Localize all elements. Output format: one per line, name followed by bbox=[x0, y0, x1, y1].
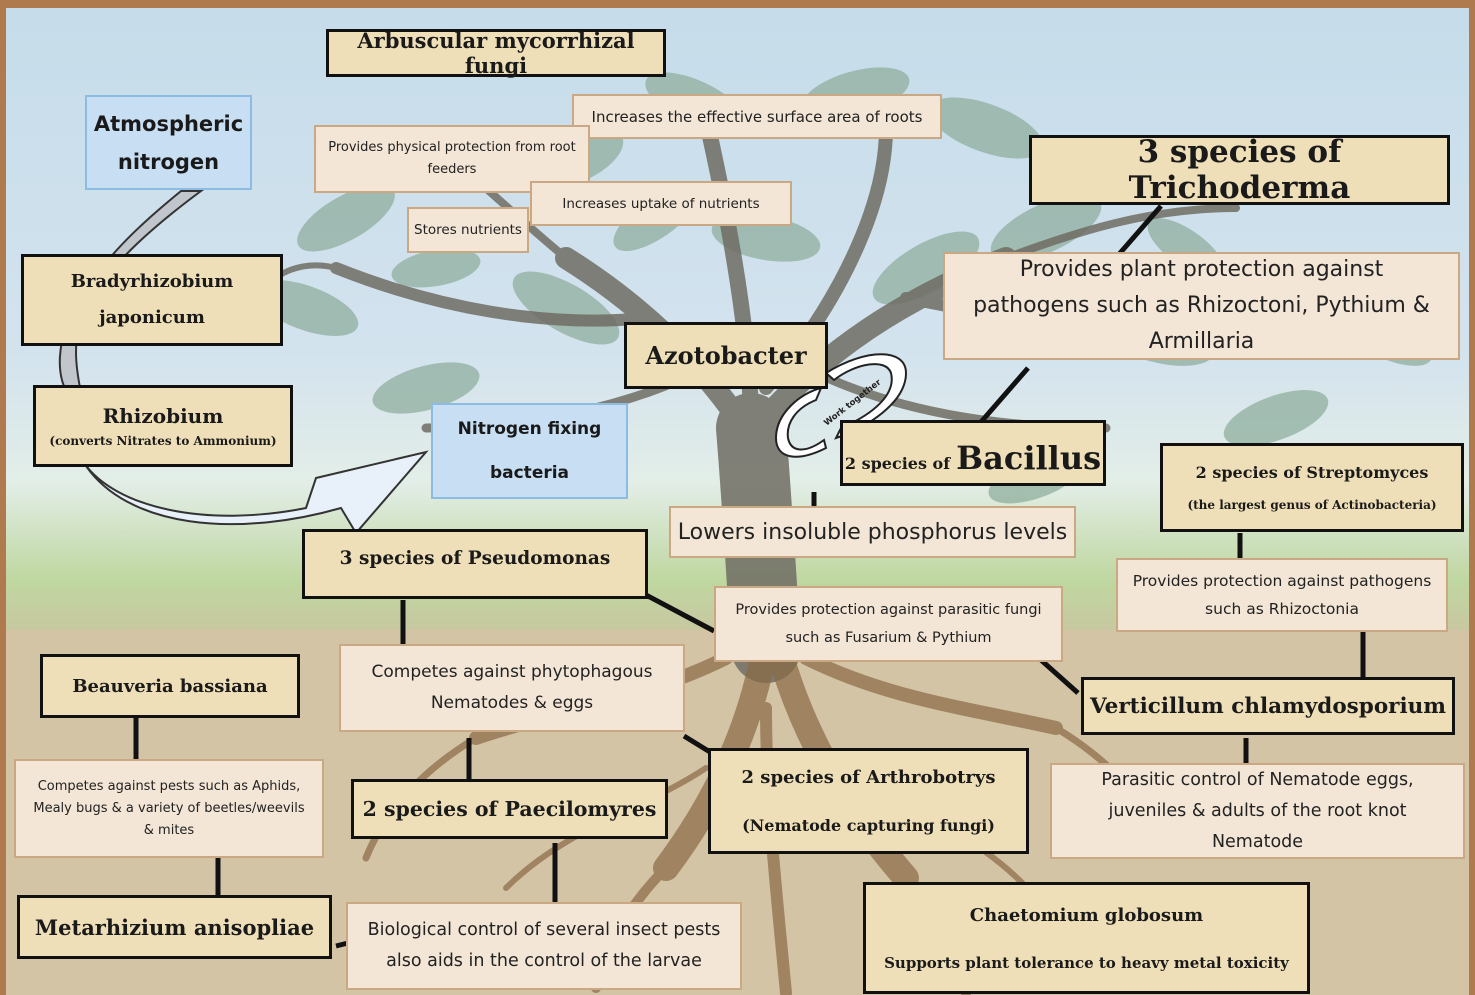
bradyrhizobium-title: Bradyrhizobium japonicum bbox=[21, 254, 283, 346]
nitrogen-fixing-bacteria-box: Nitrogen fixing bacteria bbox=[431, 403, 628, 499]
pseudomonas-nematodes-description: Competes against phytophagous Nematodes … bbox=[339, 644, 685, 732]
rhizobium-title: Rhizobium bbox=[102, 404, 224, 428]
metarhizium-title: Metarhizium anisopliae bbox=[17, 895, 332, 959]
atmospheric-nitrogen-box: Atmospheric nitrogen bbox=[85, 95, 252, 190]
arthrobotrys-title: 2 species of Arthrobotrys bbox=[741, 767, 996, 788]
streptomyces-title: 2 species of Streptomyces bbox=[1195, 463, 1429, 482]
streptomyces-description: Provides protection against pathogens su… bbox=[1116, 558, 1448, 632]
verticillum-title: Verticillum chlamydosporium bbox=[1081, 677, 1455, 735]
bacillus-description: Lowers insoluble phosphorus levels bbox=[669, 506, 1076, 558]
beauveria-description: Competes against pests such as Aphids, M… bbox=[14, 759, 324, 858]
amf-root-surface-note: Increases the effective surface area of … bbox=[572, 94, 942, 139]
amf-nutrient-uptake-note: Increases uptake of nutrients bbox=[530, 181, 792, 226]
bacteria-label: bacteria bbox=[489, 463, 570, 483]
beauveria-title: Beauveria bassiana bbox=[40, 654, 300, 718]
connector-lines bbox=[133, 204, 1366, 949]
trichoderma-description: Provides plant protection against pathog… bbox=[943, 252, 1460, 360]
paecilomyres-title: 2 species of Paecilomyres bbox=[351, 779, 668, 839]
nitrogen-fixing-label: Nitrogen fixing bbox=[457, 419, 602, 439]
amf-stores-nutrients-note: Stores nutrients bbox=[407, 207, 529, 253]
chaetomium-box: Chaetomium globosum Supports plant toler… bbox=[863, 882, 1310, 994]
rhizobium-note: (converts Nitrates to Ammonium) bbox=[49, 434, 277, 448]
streptomyces-note: (the largest genus of Actinobacteria) bbox=[1187, 498, 1437, 512]
pseudomonas-title: 3 species of Pseudomonas bbox=[302, 529, 648, 599]
rhizobium-box: Rhizobium (converts Nitrates to Ammonium… bbox=[33, 385, 293, 467]
pseudomonas-fungi-description: Provides protection against parasitic fu… bbox=[714, 586, 1063, 662]
amf-protection-note: Provides physical protection from root f… bbox=[314, 125, 590, 193]
bacillus-box: 2 species of Bacillus bbox=[840, 420, 1106, 486]
amf-title: Arbuscular mycorrhizal fungi bbox=[326, 28, 666, 78]
paecilomyres-description: Biological control of several insect pes… bbox=[346, 902, 742, 990]
bacillus-prefix: 2 species of bbox=[844, 454, 951, 473]
verticillum-description: Parasitic control of Nematode eggs, juve… bbox=[1050, 763, 1465, 859]
chaetomium-description: Supports plant tolerance to heavy metal … bbox=[884, 953, 1289, 972]
trichoderma-title: 3 species of Trichoderma bbox=[1029, 134, 1450, 206]
streptomyces-box: 2 species of Streptomyces (the largest g… bbox=[1160, 443, 1464, 532]
azotobacter-title: Azotobacter bbox=[624, 322, 828, 389]
arthrobotrys-note: (Nematode capturing fungi) bbox=[742, 816, 995, 835]
arthrobotrys-box: 2 species of Arthrobotrys (Nematode capt… bbox=[708, 748, 1029, 854]
bacillus-name: Bacillus bbox=[956, 439, 1102, 477]
chaetomium-title: Chaetomium globosum bbox=[969, 904, 1204, 926]
